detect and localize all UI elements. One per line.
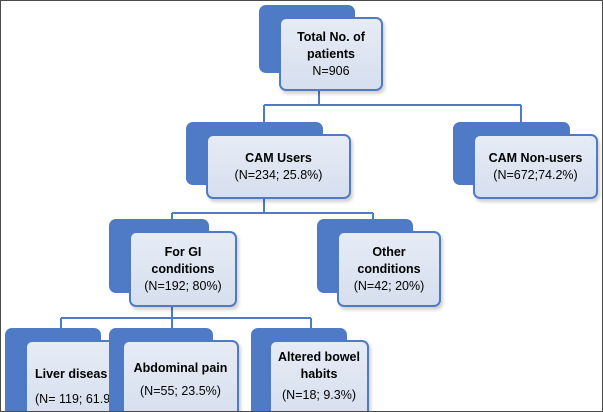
cam-non-users-count: (N=672;74.2%): [493, 167, 578, 182]
bowel-label-line1: Altered bowel: [278, 350, 360, 364]
other-label-line2: conditions: [357, 261, 421, 276]
cam-non-users-label: CAM Non-users: [488, 150, 583, 165]
abdominal-count: (N=55; 23.5%): [140, 384, 221, 398]
liver-label: Liver diseas: [35, 367, 108, 381]
node-other-conditions: Other conditions (N=42; 20%): [317, 219, 441, 307]
bowel-count: (N=18; 9.3%): [282, 388, 356, 402]
abdominal-label: Abdominal pain: [133, 361, 228, 375]
node-liver-disease: Liver diseas (N= 119; 61.9: [5, 328, 125, 411]
gi-label-line2: conditions: [151, 261, 215, 276]
node-cam-users: CAM Users (N=234; 25.8%): [186, 122, 351, 199]
bowel-label-line2: habits: [300, 367, 338, 381]
node-total-patients: Total No. of patients N=906: [259, 5, 383, 91]
node-cam-non-users: CAM Non-users (N=672;74.2%): [453, 122, 598, 199]
gi-count: (N=192; 80%): [144, 278, 222, 293]
total-label-line1: Total No. of: [297, 29, 365, 44]
liver-count: (N= 119; 61.9: [35, 392, 111, 406]
total-label-line2: patients: [307, 46, 355, 61]
node-abdominal-pain: Abdominal pain (N=55; 23.5%): [109, 328, 241, 411]
other-label-line1: Other: [372, 244, 406, 259]
node-altered-bowel: Altered bowel habits (N=18; 9.3%): [251, 328, 371, 411]
cam-users-label: CAM Users: [245, 150, 312, 165]
cam-users-count: (N=234; 25.8%): [234, 167, 323, 182]
other-count: (N=42; 20%): [353, 278, 425, 293]
gi-label-line1: For GI: [164, 244, 202, 259]
total-count: N=906: [312, 63, 350, 78]
node-gi-conditions: For GI conditions (N=192; 80%): [109, 219, 237, 307]
